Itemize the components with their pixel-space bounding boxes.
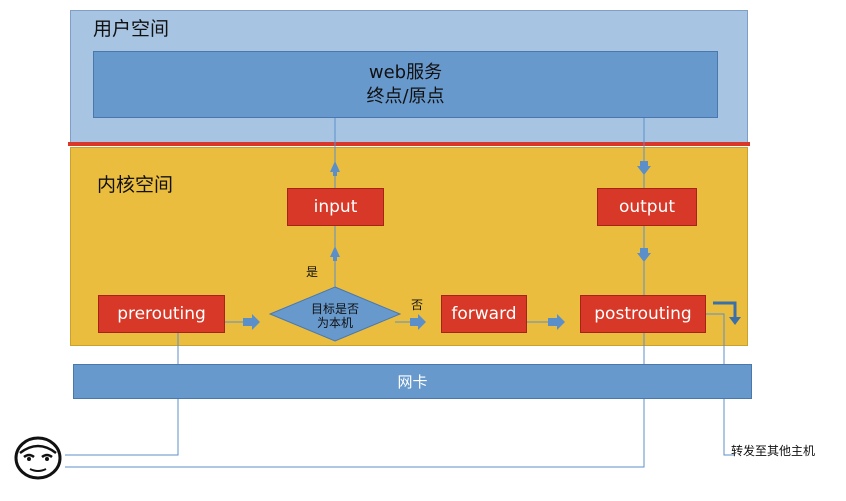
chain-forward: forward (441, 295, 527, 333)
arrow-up-to-web (330, 161, 340, 176)
arrow-right-to-forward (410, 314, 426, 330)
arrow-right-to-postrouting (548, 314, 565, 330)
user-kernel-divider (68, 142, 750, 146)
forward-note: 转发至其他主机 (731, 444, 816, 458)
nic-bar: 网卡 (73, 364, 752, 399)
chain-input: input (287, 188, 384, 226)
chain-prerouting: prerouting (98, 295, 225, 333)
decision-line2: 为本机 (316, 316, 353, 330)
user-space-title: 用户空间 (93, 18, 170, 40)
web-service-sublabel: 终点/原点 (366, 85, 445, 107)
arrow-bent-head (729, 317, 741, 325)
user-avatar-icon (14, 436, 62, 480)
kernel-space-title: 内核空间 (97, 174, 174, 196)
nic-label: 网卡 (397, 373, 428, 391)
chain-output: output (597, 188, 697, 226)
chain-postrouting: postrouting (580, 295, 706, 333)
decision-label: 目标是否 为本机 (300, 302, 370, 330)
decision-no-label: 否 (411, 298, 424, 312)
arrow-down-to-output (637, 161, 651, 175)
line-nic-user-out (65, 399, 645, 468)
line-nic-user-in (65, 399, 179, 456)
arrow-bent-down (713, 301, 737, 320)
decision-yes-label: 是 (306, 265, 319, 279)
decision-diamond (268, 286, 402, 342)
decision-line1: 目标是否 (310, 302, 359, 316)
arrow-right-to-decision (243, 314, 260, 330)
web-service-label: web服务 (368, 61, 443, 83)
arrow-up-to-input (330, 246, 340, 261)
web-service-box: web服务 终点/原点 (93, 51, 718, 118)
arrow-down-to-postrouting (637, 248, 651, 262)
